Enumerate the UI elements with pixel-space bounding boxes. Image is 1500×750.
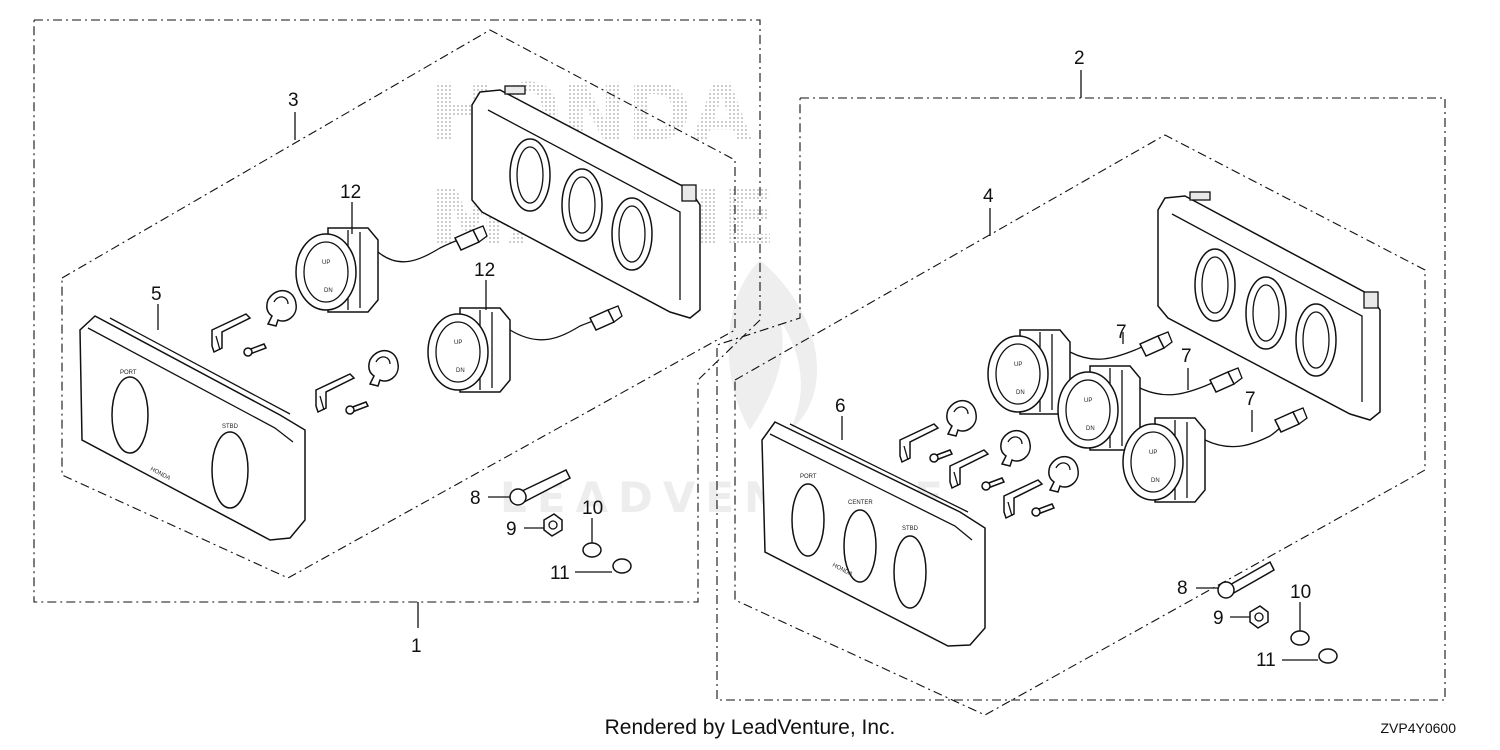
switch-up-label: UP bbox=[454, 340, 462, 346]
callout-7-upper: 7 bbox=[1116, 322, 1127, 343]
left-bolt-8 bbox=[509, 469, 572, 506]
switch-up-label: UP bbox=[1084, 398, 1092, 404]
diagram-code: ZVP4Y0600 bbox=[1380, 720, 1457, 736]
right-screw-2 bbox=[981, 477, 1005, 491]
assembly-1-frame bbox=[33, 19, 761, 603]
callout-1: 1 bbox=[411, 636, 422, 657]
callout-2: 2 bbox=[1074, 48, 1085, 69]
callout-4: 4 bbox=[983, 186, 994, 207]
right-connector-2 bbox=[1209, 367, 1243, 393]
left-screw-upper bbox=[243, 343, 267, 357]
right-clip-3 bbox=[1048, 455, 1079, 493]
left-switch-lower: UP DN bbox=[427, 307, 511, 393]
right-wire-1 bbox=[1069, 343, 1149, 360]
left-bezel-panel: PORT STBD HONDA bbox=[79, 315, 306, 541]
switch-dn-label: DN bbox=[1016, 390, 1025, 396]
left-bracket-upper bbox=[211, 313, 251, 353]
right-bolt-8 bbox=[1217, 560, 1275, 599]
callout-8-right: 8 bbox=[1177, 578, 1188, 599]
callout-12-upper: 12 bbox=[340, 182, 361, 203]
assembly-2-frame bbox=[716, 97, 1446, 701]
callouts: 1 2 3 4 5 6 7 7 7 8 8 9 9 10 10 11 11 12… bbox=[151, 48, 1311, 671]
callout-11-right: 11 bbox=[1256, 650, 1276, 671]
right-clip-1 bbox=[946, 399, 977, 437]
callout-10-left: 10 bbox=[582, 498, 603, 519]
footer-credit: Rendered by LeadVenture, Inc. bbox=[604, 716, 896, 739]
switch-dn-label: DN bbox=[1151, 478, 1160, 484]
callout-5: 5 bbox=[151, 284, 162, 305]
left-nut-9 bbox=[543, 513, 563, 537]
right-switch-1: UP DN bbox=[987, 329, 1071, 415]
left-clip-lower bbox=[368, 349, 399, 387]
switch-up-label: UP bbox=[1014, 362, 1022, 368]
right-connector-3 bbox=[1274, 407, 1308, 433]
left-clip-upper bbox=[266, 289, 297, 327]
watermark-flame-icon bbox=[728, 260, 818, 430]
leader-lines bbox=[157, 70, 1318, 661]
left-lower-connector bbox=[589, 305, 623, 331]
left-stbd-label: STBD bbox=[222, 424, 239, 430]
right-wire-3 bbox=[1204, 423, 1285, 448]
right-nut-9 bbox=[1249, 605, 1269, 629]
right-switch-3: UP DN bbox=[1122, 417, 1206, 503]
switch-dn-label: DN bbox=[1086, 426, 1095, 432]
right-bracket-2 bbox=[949, 449, 989, 489]
right-clip-2 bbox=[1000, 429, 1031, 467]
assembly-3-box bbox=[61, 29, 736, 579]
left-washer-11 bbox=[612, 558, 632, 574]
right-stbd-label: STBD bbox=[902, 526, 919, 532]
right-center-label: CENTER bbox=[848, 500, 873, 506]
switch-dn-label: DN bbox=[456, 368, 465, 374]
callout-7-lower: 7 bbox=[1245, 389, 1256, 410]
right-port-label: PORT bbox=[800, 474, 817, 480]
right-connector-1 bbox=[1139, 331, 1173, 357]
right-washer-10 bbox=[1290, 630, 1310, 646]
callout-10-right: 10 bbox=[1290, 582, 1311, 603]
callout-6: 6 bbox=[835, 396, 846, 417]
switch-up-label: UP bbox=[1149, 450, 1157, 456]
left-lower-wire bbox=[509, 317, 601, 341]
assembly-4-box bbox=[734, 134, 1426, 716]
right-washer-11 bbox=[1318, 648, 1338, 664]
switch-dn-label: DN bbox=[324, 288, 333, 294]
switch-up-label: UP bbox=[322, 260, 330, 266]
right-bezel-panel: PORT CENTER STBD HONDA bbox=[761, 421, 986, 647]
right-wire-2 bbox=[1139, 379, 1219, 396]
callout-9-left: 9 bbox=[506, 519, 517, 540]
callout-7-middle: 7 bbox=[1181, 346, 1192, 367]
callout-12-lower: 12 bbox=[474, 260, 495, 281]
left-screw-lower bbox=[345, 401, 369, 415]
right-switch-2: UP DN bbox=[1057, 365, 1141, 451]
right-screw-3 bbox=[1031, 503, 1055, 517]
callout-8-left: 8 bbox=[470, 488, 481, 509]
left-washer-10 bbox=[582, 542, 602, 558]
left-switch-upper: UP DN bbox=[295, 227, 379, 313]
callout-11-left: 11 bbox=[550, 563, 570, 584]
right-back-plate bbox=[1157, 191, 1381, 421]
callout-3: 3 bbox=[288, 90, 299, 111]
left-port-label: PORT bbox=[120, 370, 137, 376]
left-back-plate bbox=[471, 85, 701, 319]
callout-9-right: 9 bbox=[1213, 608, 1224, 629]
right-screw-1 bbox=[929, 449, 953, 463]
